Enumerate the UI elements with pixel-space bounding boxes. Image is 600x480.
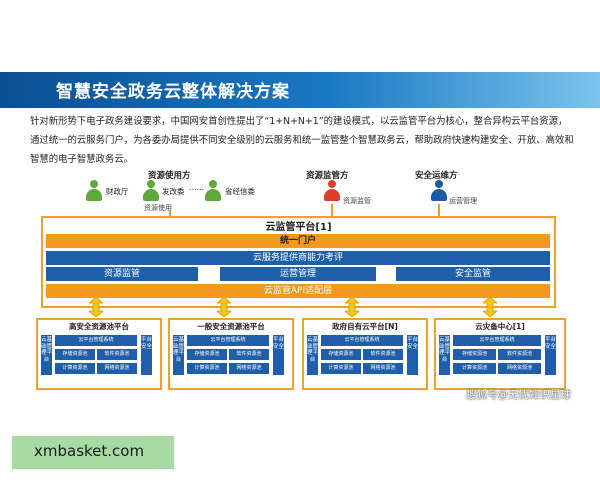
pool-title: 政府自有云平台[N] <box>332 322 398 331</box>
member-label: 财政厅 <box>106 187 129 196</box>
pool-cell: 存储资源池 <box>453 349 496 360</box>
api-adapter-bar: 云监管API适配层 <box>46 284 550 298</box>
pool-top-cell: 云平台管理系统 <box>321 335 403 346</box>
security-ops-title: 安全运维方 <box>415 171 458 181</box>
pool-right-label: 平台安全 <box>141 335 152 375</box>
pool-cell: 计算资源池 <box>321 363 361 374</box>
pool-title: 高安全资源池平台 <box>69 322 129 331</box>
pool-cell: 计算资源池 <box>55 363 95 374</box>
footer-site-label: xmbasket.com <box>34 442 145 460</box>
intro-paragraph: 针对新形势下电子政务建设要求，中国网安首创性提出了“1+N+N+1”的建设模式，… <box>30 116 574 165</box>
platform-title: 云监管平台[1] <box>265 222 332 233</box>
person-icon <box>324 180 340 202</box>
pool-top-cell: 云平台管理系统 <box>55 335 137 346</box>
pool-cell: 存储资源池 <box>321 349 361 360</box>
pool-cell: 存储资源池 <box>55 349 95 360</box>
pool-top-cell: 云平台管理系统 <box>453 335 541 346</box>
pool-cell: 网络资源池 <box>498 363 541 374</box>
unified-portal-bar: 统一门户 <box>46 234 550 248</box>
double-arrow-icon <box>89 297 103 317</box>
pool-cell: 软件资源池 <box>229 349 269 360</box>
member-label: 发改委 <box>162 187 185 196</box>
page-title: 智慧安全政务云整体解决方案 <box>56 82 290 102</box>
double-arrow-icon <box>483 297 497 317</box>
title-banner <box>0 72 600 108</box>
member-label: …… <box>189 183 204 192</box>
pool-cell: 网络资源池 <box>363 363 403 374</box>
pool-right-label: 平台安全 <box>407 335 418 375</box>
pool-left-label: 云基础管理平台 <box>173 335 184 375</box>
pool-title: 一般安全资源池平台 <box>197 322 265 331</box>
resource-users-title: 资源使用方 <box>148 171 191 181</box>
pool-cell: 网络资源池 <box>229 363 269 374</box>
pool-title: 云灾备中心[1] <box>475 322 525 331</box>
pool-left-label: 云基础管理平台 <box>307 335 318 375</box>
footer-badge <box>12 436 174 469</box>
member-label: 省经信委 <box>225 187 255 196</box>
double-arrow-icon <box>217 297 231 317</box>
pool-cell: 网络资源池 <box>97 363 137 374</box>
capability-eval-bar: 云服务提供商能力考评 <box>46 251 550 265</box>
double-arrow-icon <box>345 297 359 317</box>
pool-left-label: 云基础管理平台 <box>439 335 450 375</box>
person-icon <box>205 180 221 202</box>
pool-top-cell: 云平台管理系统 <box>187 335 269 346</box>
pool-right-label: 平台安全 <box>545 335 556 375</box>
module-resource-supervision: 资源监管 <box>46 267 198 281</box>
pool-cell: 计算资源池 <box>187 363 227 374</box>
pool-left-label: 云基础管理平台 <box>41 335 52 375</box>
action-label: 运营管理 <box>449 197 477 205</box>
pool-cell: 软件资源池 <box>363 349 403 360</box>
person-icon <box>431 180 447 202</box>
action-label: 资源使用 <box>144 204 172 212</box>
pool-cell: 软件资源池 <box>97 349 137 360</box>
pool-right-label: 平台安全 <box>273 335 284 375</box>
resource-supervisor-title: 资源监管方 <box>306 171 349 181</box>
module-operation-management: 运营管理 <box>220 267 376 281</box>
pool-cell: 计算资源池 <box>453 363 496 374</box>
watermark-text: 搜狐号@无忧知识星球 <box>466 389 571 401</box>
person-icon <box>86 180 102 202</box>
pool-cell: 软件资源池 <box>498 349 541 360</box>
person-icon <box>143 180 159 202</box>
pool-cell: 存储资源池 <box>187 349 227 360</box>
module-security-supervision: 安全监管 <box>396 267 550 281</box>
action-label: 资源监管 <box>343 197 371 205</box>
